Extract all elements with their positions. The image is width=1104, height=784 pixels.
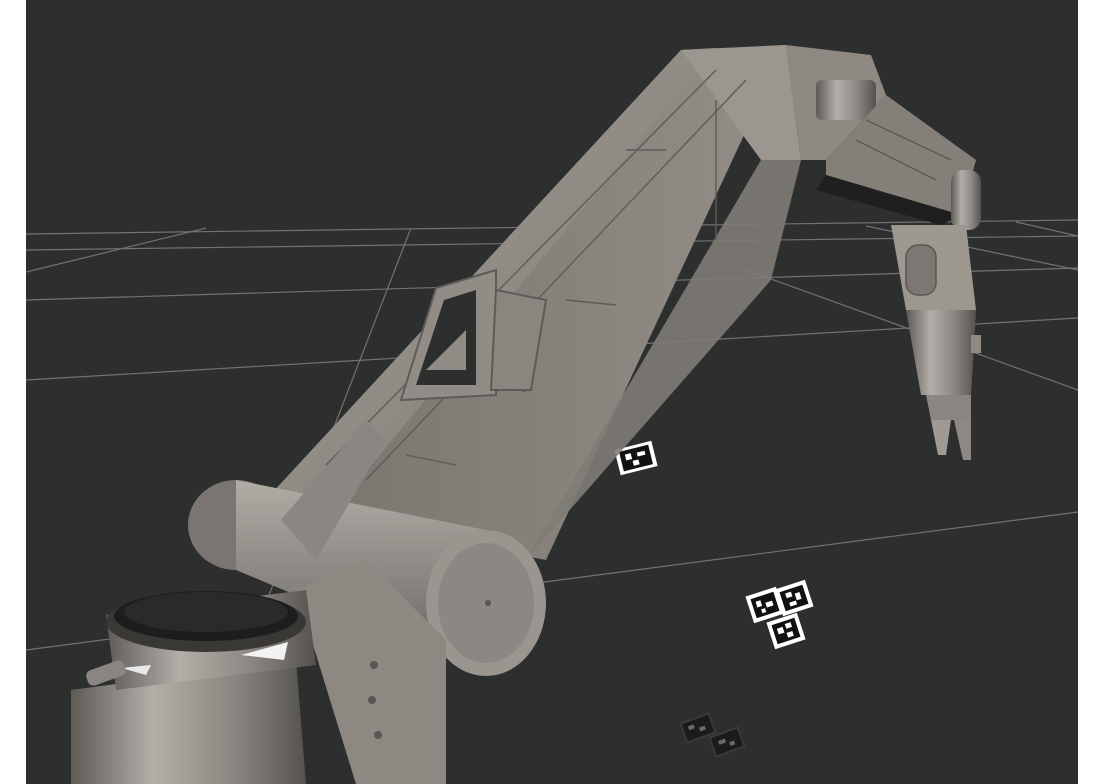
- fiducial-marker: [679, 712, 717, 744]
- upper-arm-link: [261, 45, 801, 560]
- truss-bracket: [399, 268, 548, 402]
- base-plate: [296, 560, 446, 784]
- forearm-link: [786, 45, 981, 230]
- 3d-viewport[interactable]: [26, 0, 1078, 784]
- fiducial-marker: [745, 586, 785, 624]
- wrist-gripper: [891, 225, 981, 460]
- fiducial-marker: [708, 726, 746, 758]
- robot-arm-model[interactable]: [71, 45, 981, 784]
- fiducial-marker: [614, 440, 658, 476]
- base-pedestal: [71, 590, 316, 784]
- fiducial-marker: [766, 612, 806, 650]
- scene-canvas[interactable]: [26, 0, 1078, 784]
- fiducial-marker: [774, 579, 814, 617]
